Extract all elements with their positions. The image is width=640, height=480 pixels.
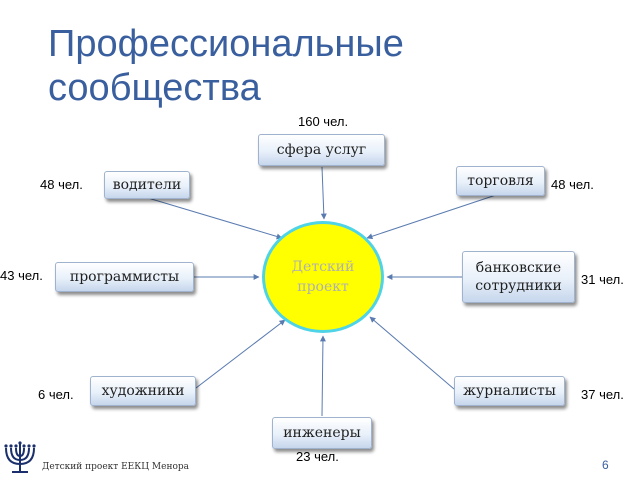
node-trade: торговля bbox=[456, 166, 545, 196]
edge-journalists bbox=[369, 316, 455, 390]
node-artists: художники bbox=[90, 376, 196, 406]
edge-engineers bbox=[319, 335, 326, 417]
footer-text: Детский проект ЕЕКЦ Менора bbox=[42, 462, 190, 472]
count-programmers: 43 чел. bbox=[0, 268, 43, 283]
count-trade: 48 чел. bbox=[551, 177, 594, 192]
count-services: 160 чел. bbox=[298, 114, 349, 129]
menorah-icon bbox=[4, 441, 36, 473]
page-number: 6 bbox=[602, 458, 609, 472]
slide-title: Профессиональные сообщества bbox=[48, 23, 404, 109]
center-node-children-project: Детский проект bbox=[262, 221, 384, 333]
node-programmers: программисты bbox=[55, 262, 194, 292]
edge-artists bbox=[195, 319, 286, 389]
node-bankers: банковские сотрудники bbox=[462, 251, 575, 303]
edge-trade bbox=[366, 194, 497, 240]
edge-services bbox=[320, 166, 327, 220]
title-area: Профессиональные сообщества bbox=[0, 0, 640, 120]
count-drivers: 48 чел. bbox=[40, 177, 83, 192]
edge-drivers bbox=[147, 197, 283, 240]
node-journalists: журналисты bbox=[454, 376, 565, 406]
node-engineers: инженеры bbox=[272, 417, 372, 449]
count-journalists: 37 чел. bbox=[581, 387, 624, 402]
count-engineers: 23 чел. bbox=[296, 449, 339, 464]
node-services: сфера услуг bbox=[258, 134, 385, 166]
count-bankers: 31 чел. bbox=[581, 272, 624, 287]
count-artists: 6 чел. bbox=[38, 387, 74, 402]
node-drivers: водители bbox=[104, 171, 190, 199]
